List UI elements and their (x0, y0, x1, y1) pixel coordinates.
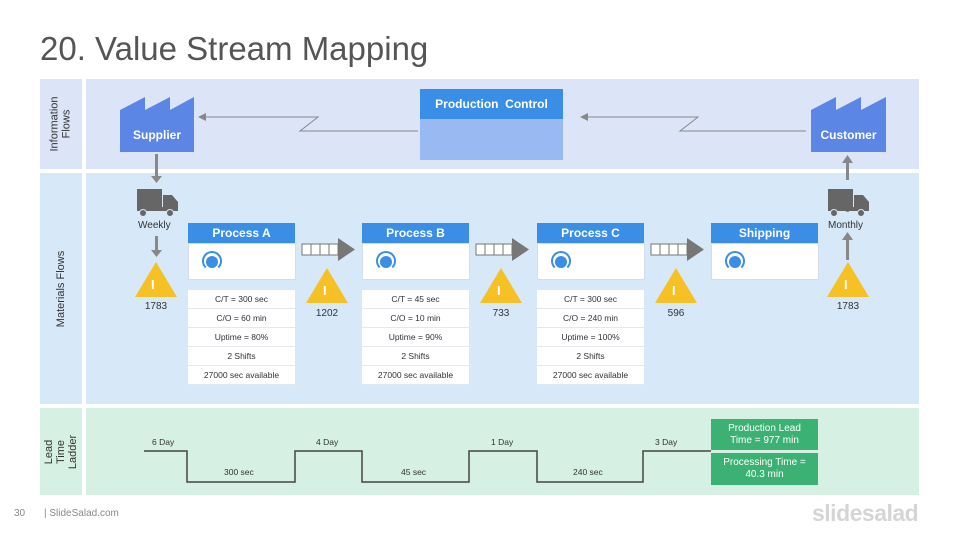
info-arrow-from-customer (588, 116, 806, 132)
process-a-header: Process A (188, 223, 295, 243)
operator-dot-b (380, 256, 392, 268)
push-arrow-icon-2 (475, 238, 529, 261)
process-b-shifts: 2 Shifts (362, 347, 469, 366)
process-a-available: 27000 sec available (188, 366, 295, 385)
inventory-symbol-2: I (323, 283, 327, 298)
process-c-shifts: 2 Shifts (537, 347, 644, 366)
inventory-count-2: 1202 (315, 308, 339, 319)
truck-icon-right (828, 189, 869, 217)
processing-time-text: Processing Time = 40.3 min (723, 457, 806, 480)
process-a-co: C/O = 60 min (188, 309, 295, 328)
supplier-factory-icon (120, 97, 194, 152)
process-c-ct: C/T = 300 sec (537, 290, 644, 309)
inventory-symbol-4: I (672, 283, 676, 298)
inventory-symbol-3: I (497, 283, 501, 298)
process-c-co: C/O = 240 min (537, 309, 644, 328)
inventory-triangle-icon-3 (480, 268, 522, 303)
inventory-triangle-icon-2 (306, 268, 348, 303)
customer-label: Customer (820, 128, 877, 142)
ladder-sec-1: 300 sec (224, 467, 254, 477)
process-b-available: 27000 sec available (362, 366, 469, 385)
inventory-triangle-icon-5 (827, 262, 869, 297)
customer-factory-icon (811, 97, 886, 152)
shipping-header: Shipping (711, 223, 818, 243)
ladder-day-3: 1 Day (491, 437, 514, 447)
brand-logo: slidesalad (812, 500, 919, 526)
inventory-count-4: 596 (667, 308, 685, 319)
info-arrow-to-supplier (204, 116, 418, 132)
process-a-uptime: Uptime = 80% (188, 328, 295, 347)
materials-band-label-bg (40, 173, 82, 404)
inventory-triangle-icon-1 (135, 262, 177, 297)
operator-icon-shipping (725, 251, 745, 271)
operator-icon-b (376, 251, 396, 271)
process-c-body (537, 243, 645, 280)
process-c-available: 27000 sec available (537, 366, 644, 385)
ladder-day-2: 4 Day (316, 437, 339, 447)
process-a-ct: C/T = 300 sec (188, 290, 295, 309)
production-control-label: Production Control (435, 97, 548, 111)
inventory-count-3: 733 (492, 308, 510, 319)
ladder-day-4: 3 Day (655, 437, 678, 447)
process-a-shifts: 2 Shifts (188, 347, 295, 366)
production-control-body (420, 119, 563, 160)
push-arrow-icon-3 (650, 238, 704, 261)
inventory-count-5: 1783 (836, 301, 860, 312)
truck-icon-left (137, 189, 178, 217)
lead-time-band-label-bg (40, 408, 82, 495)
weekly-label: Weekly (138, 220, 171, 231)
supplier-label: Supplier (132, 128, 181, 142)
operator-dot-shipping (729, 256, 741, 268)
inventory-triangle-icon-4 (655, 268, 697, 303)
production-lead-time-text: Production Lead Time = 977 min (728, 422, 801, 446)
process-b-uptime: Uptime = 90% (362, 328, 469, 347)
inventory-symbol-5: I (844, 277, 848, 292)
production-control-header: Production Control (420, 89, 563, 119)
operator-dot-c (555, 256, 567, 268)
information-band-label-bg (40, 79, 82, 169)
operator-icon-c (551, 251, 571, 271)
push-arrow-icon-1 (301, 238, 355, 261)
ladder-day-1: 6 Day (152, 437, 175, 447)
page-number: 30 (14, 508, 26, 519)
page-title: 20. Value Stream Mapping (40, 30, 429, 67)
process-b-header: Process B (362, 223, 469, 243)
footer-site: | SlideSalad.com (44, 508, 119, 519)
production-lead-time-box: Production Lead Time = 977 min (711, 419, 818, 450)
operator-dot-a (206, 256, 218, 268)
process-b-ct: C/T = 45 sec (362, 290, 469, 309)
process-c-uptime: Uptime = 100% (537, 328, 644, 347)
process-c-header: Process C (537, 223, 644, 243)
processing-time-box: Processing Time = 40.3 min (711, 453, 818, 485)
process-b-co: C/O = 10 min (362, 309, 469, 328)
ladder-sec-2: 45 sec (401, 467, 427, 477)
monthly-label: Monthly (828, 220, 864, 231)
inventory-symbol-1: I (151, 277, 155, 292)
ladder-sec-3: 240 sec (573, 467, 603, 477)
lead-time-ladder-line (144, 450, 711, 483)
inventory-count-1: 1783 (144, 301, 168, 312)
operator-icon-a (202, 251, 222, 271)
